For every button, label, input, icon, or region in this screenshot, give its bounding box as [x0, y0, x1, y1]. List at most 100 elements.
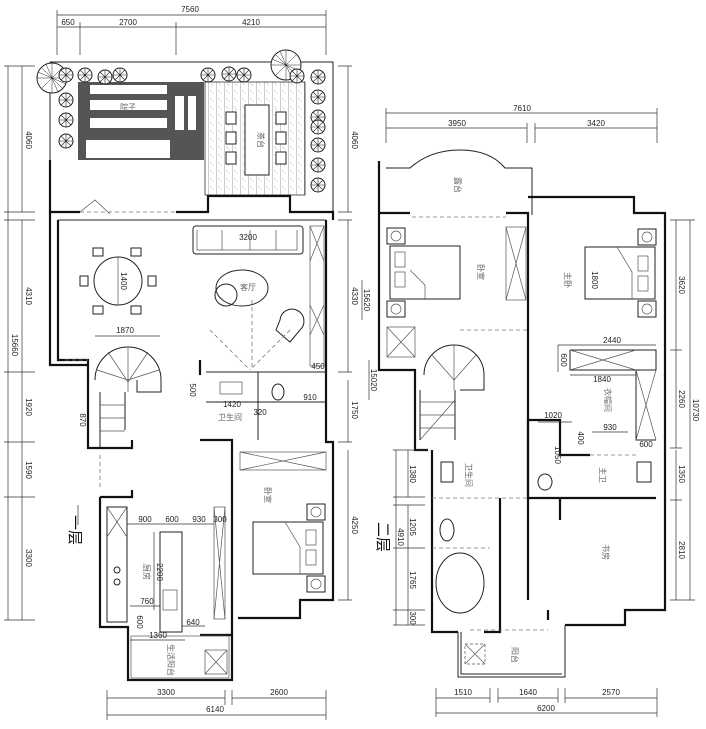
dim: 650 — [61, 18, 75, 27]
master-bedroom: 主卧 1800 — [563, 228, 657, 318]
dim: 760 — [140, 597, 154, 606]
dim: 4250 — [350, 516, 359, 534]
room-label-bedroom2: 卧室 — [476, 264, 486, 280]
dining-chairs — [79, 247, 157, 315]
dim: 2600 — [270, 688, 288, 697]
floor2-stair — [419, 344, 485, 441]
dim: 300 — [213, 515, 227, 524]
room-label-study: 书房 — [601, 544, 611, 560]
room-label-living: 客厅 — [240, 282, 256, 292]
dim: 1920 — [24, 398, 33, 416]
floor2-bathrooms: 卫生间 — [432, 461, 490, 614]
dim: 1350 — [677, 465, 686, 483]
dim: 300 — [408, 611, 417, 625]
room-label-bath: 主卫 — [598, 467, 608, 483]
dim-total: 7560 — [181, 5, 199, 14]
floor2-label: 二层 — [374, 522, 392, 552]
room-label-balcony2: 阳台 — [510, 647, 520, 663]
dim: 1800 — [590, 271, 599, 289]
dim: 640 — [186, 618, 200, 627]
chairs — [225, 111, 287, 165]
closet: 2440 600 1840 衣帽间 — [557, 336, 657, 441]
dim: 4060 — [24, 131, 33, 149]
dim: 600 — [559, 353, 568, 367]
dim: 500 — [188, 383, 197, 397]
dim-stair: 1870 — [116, 326, 134, 335]
floor2-balcony: 阳台 — [457, 625, 566, 678]
dim: 4330 — [350, 287, 359, 305]
yard: 院子 茶台 — [36, 49, 334, 212]
dim: 4060 — [350, 131, 359, 149]
dim: 910 — [303, 393, 317, 402]
spiral-stair: 870 — [78, 346, 162, 448]
room-label-toilet2: 卫生间 — [464, 463, 474, 487]
dim-sofa: 3200 — [239, 233, 257, 242]
dim: 3300 — [24, 549, 33, 567]
dim-total: 6140 — [206, 705, 224, 714]
floor1-plan: 7560 650 2700 4210 15660 4060 4310 1920 … — [4, 5, 371, 720]
toilet-room: 1420 500 320 910 450 卫生间 — [188, 362, 326, 440]
dim-total: 15660 — [10, 334, 19, 357]
dim: 1050 — [553, 446, 562, 464]
dim: 600 — [639, 440, 653, 449]
dim: 1420 — [223, 400, 241, 409]
dim-dining-table: 1400 — [119, 272, 128, 290]
dim: 3950 — [448, 119, 466, 128]
dim: 930 — [603, 423, 617, 432]
room-label-toilet: 卫生间 — [218, 412, 242, 422]
floor1-walls — [48, 160, 335, 682]
dim: 600 — [165, 515, 179, 524]
dim-total: 10730 — [691, 399, 700, 422]
floor1-right-dimensions: 4060 4330 1750 4250 15620 — [338, 65, 371, 601]
dim-total: 4910 — [396, 528, 405, 546]
dim: 1750 — [350, 401, 359, 419]
dim: 600 — [135, 615, 144, 629]
floor2-plan: 7610 3950 3420 露台 卧室 — [368, 104, 700, 717]
floor2-left-dimensions: 4910 1380 1205 1765 300 15020 — [368, 360, 425, 626]
dim: 1205 — [408, 518, 417, 536]
floor2-bottom-dimensions: 1510 1640 2570 6200 — [435, 688, 658, 717]
dim-total: 6200 — [537, 704, 555, 713]
floor2-bedroom: 卧室 — [386, 226, 527, 318]
dim: 1765 — [408, 571, 417, 589]
dim: 320 — [253, 408, 267, 417]
dim-total: 15620 — [362, 289, 371, 312]
dim: 4310 — [24, 287, 33, 305]
kitchen: 900 600 930 300 2200 厨房 760 640 600 1360… — [106, 506, 230, 679]
floor1-bedroom: 卧室 — [239, 451, 327, 593]
living-room: 3200 客厅 1400 1870 — [79, 225, 325, 371]
floor2-top-dimensions: 7610 3950 3420 — [385, 104, 658, 143]
dim: 1640 — [519, 688, 537, 697]
room-label-balcony: 生活阳台 — [166, 644, 176, 676]
dim: 900 — [138, 515, 152, 524]
dim-total-15020: 15020 — [369, 369, 378, 392]
dim: 930 — [192, 515, 206, 524]
master-bath: 1020 930 400 1050 600 主卫 — [537, 411, 653, 491]
room-label-terrace: 露台 — [453, 177, 463, 193]
dim: 2570 — [602, 688, 620, 697]
dim: 2200 — [155, 563, 164, 581]
dim: 450 — [311, 362, 325, 371]
room-label-bedroom: 卧室 — [263, 487, 273, 503]
dim: 3620 — [677, 276, 686, 294]
floor2-right-dimensions: 3620 2260 1350 2810 10730 — [670, 219, 700, 601]
floor1-bottom-dimensions: 3300 2600 6140 — [106, 688, 327, 720]
floor1-label: 一层 — [66, 515, 84, 545]
room-label-closet: 衣帽间 — [603, 388, 613, 412]
floor1-top-dimensions: 7560 650 2700 4210 — [56, 5, 327, 55]
floor2-walls: 露台 — [377, 149, 667, 634]
dim: 1380 — [408, 465, 417, 483]
dim: 1590 — [24, 461, 33, 479]
dim: 1360 — [149, 631, 167, 640]
dim: 400 — [576, 431, 585, 445]
dim: 2440 — [603, 336, 621, 345]
dim: 2260 — [677, 390, 686, 408]
dim: 2810 — [677, 541, 686, 559]
dim: 870 — [78, 413, 87, 427]
dim: 2700 — [119, 18, 137, 27]
floor1-left-dimensions: 15660 4060 4310 1920 1590 3300 — [4, 65, 35, 621]
dim: 1510 — [454, 688, 472, 697]
dim: 1020 — [544, 411, 562, 420]
dim: 3420 — [587, 119, 605, 128]
